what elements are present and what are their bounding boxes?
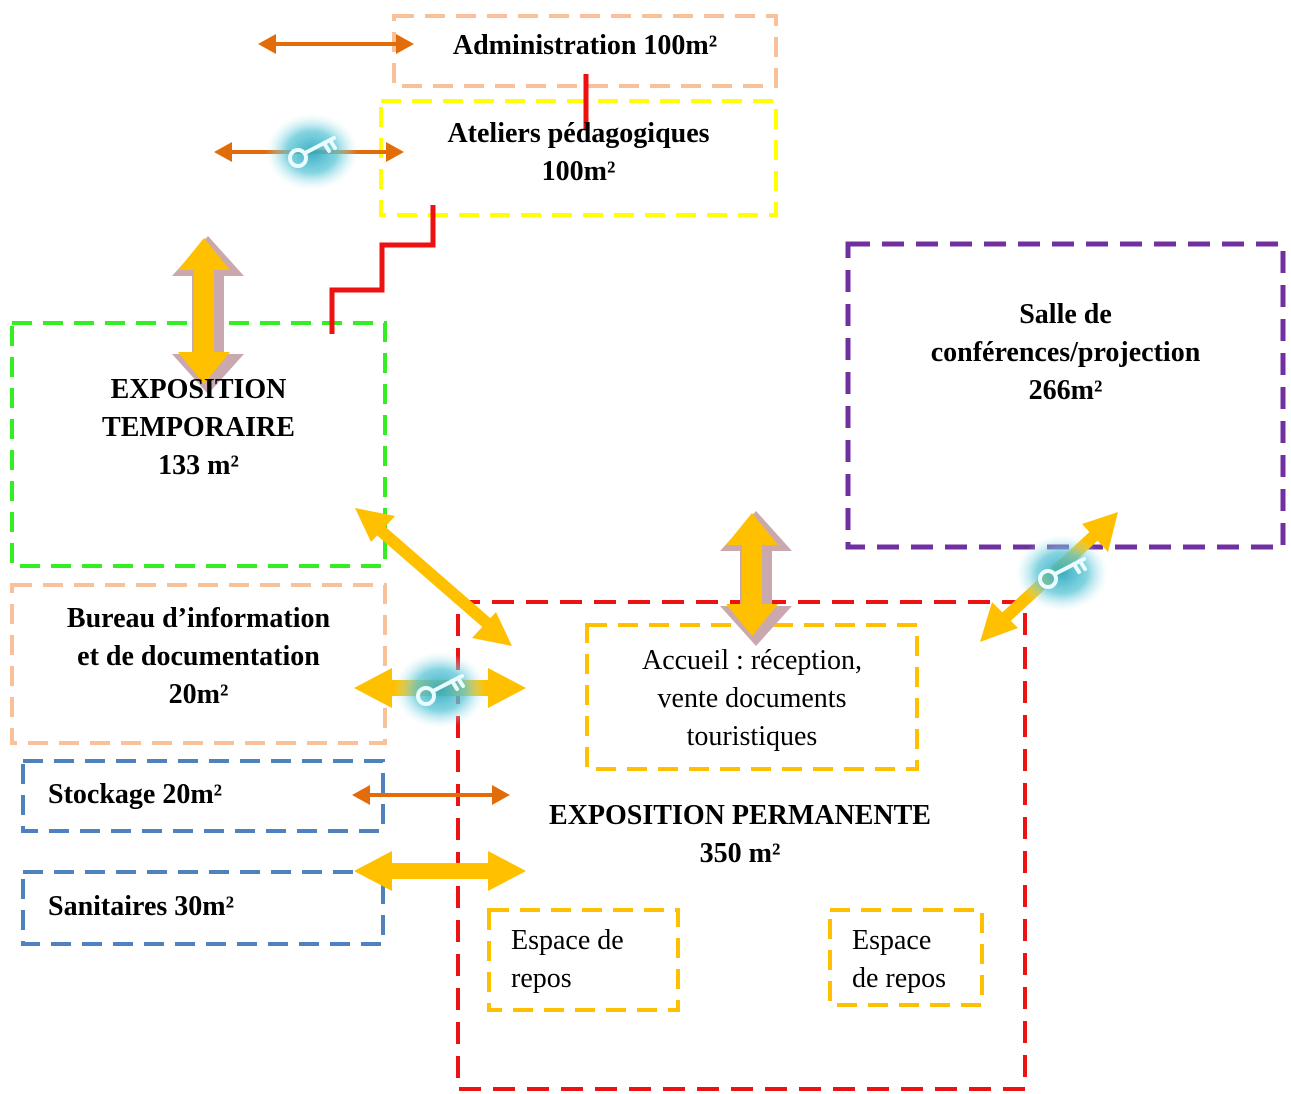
administration-name: Administration: [452, 30, 637, 61]
accueil-line1: Accueil : réception,: [641, 645, 862, 676]
expo-temporaire-line1: EXPOSITION: [110, 374, 287, 405]
expo-temporaire-area: 133 m²: [158, 450, 239, 481]
expo-permanente-name: EXPOSITION PERMANENTE: [549, 800, 931, 831]
espace-repos-2-line2: de repos: [852, 963, 947, 994]
bureau-information-line2: et de documentation: [77, 641, 320, 672]
espace-repos-2-label: Espace de repos: [852, 922, 946, 998]
salle-conferences-label: Salle de conférences/projection 266m²: [848, 296, 1283, 410]
salle-conferences-area: 266m²: [1028, 375, 1103, 406]
ateliers-area: 100m²: [541, 156, 616, 187]
thick-arrow-sanitaires: [354, 851, 526, 891]
salle-conferences-line2: conférences/projection: [930, 337, 1201, 368]
administration-box: [392, 14, 778, 88]
key-icon: [1016, 535, 1108, 611]
accueil-label: Accueil : réception, vente documents tou…: [587, 642, 917, 756]
stockage-area: 20m²: [162, 779, 223, 810]
ateliers-box: [379, 99, 778, 217]
diagonal-arrow-temporaire-permanente: [355, 508, 512, 646]
stockage-label: Stockage 20m²: [48, 776, 222, 814]
ateliers-name: Ateliers pédagogiques: [447, 118, 710, 149]
bureau-information-label: Bureau d’information et de documentation…: [12, 600, 385, 714]
espace-repos-1-line2: repos: [511, 963, 572, 994]
expo-temporaire-line2: TEMPORAIRE: [102, 412, 295, 443]
bureau-information-area: 20m²: [168, 679, 229, 710]
vertical-arrow-temporaire: [172, 236, 244, 394]
stair-line-steps: [329, 205, 436, 334]
accueil-line3: touristiques: [686, 721, 818, 752]
expo-permanente-label: EXPOSITION PERMANENTE 350 m²: [500, 797, 980, 873]
espace-repos-1-box: [487, 908, 680, 1012]
stockage-box: [21, 759, 385, 833]
ateliers-label: Ateliers pédagogiques 100m²: [381, 115, 776, 191]
key-icon: [394, 652, 486, 728]
espace-repos-2-box: [828, 908, 984, 1007]
administration-label: Administration 100m²: [394, 27, 776, 65]
sanitaires-area: 30m²: [174, 891, 234, 922]
administration-area: 100m²: [643, 30, 718, 61]
bureau-information-box: [10, 583, 387, 745]
expo-permanente-area: 350 m²: [699, 838, 781, 869]
thin-arrow-stockage: [352, 785, 510, 805]
salle-conferences-line1: Salle de: [1019, 299, 1112, 330]
sanitaires-name: Sanitaires: [48, 891, 168, 922]
vertical-arrow-accueil: [720, 511, 792, 646]
key-icon: [266, 114, 358, 190]
espace-repos-2-line1: Espace: [852, 925, 932, 956]
stockage-name: Stockage: [48, 779, 156, 810]
accueil-line2: vente documents: [657, 683, 847, 714]
sanitaires-label: Sanitaires 30m²: [48, 888, 234, 926]
espace-repos-1-line1: Espace de: [511, 925, 624, 956]
expo-temporaire-label: EXPOSITION TEMPORAIRE 133 m²: [12, 371, 385, 485]
thin-arrow-administration: [258, 34, 414, 54]
espace-repos-1-label: Espace de repos: [511, 922, 624, 998]
bureau-information-line1: Bureau d’information: [66, 603, 331, 634]
